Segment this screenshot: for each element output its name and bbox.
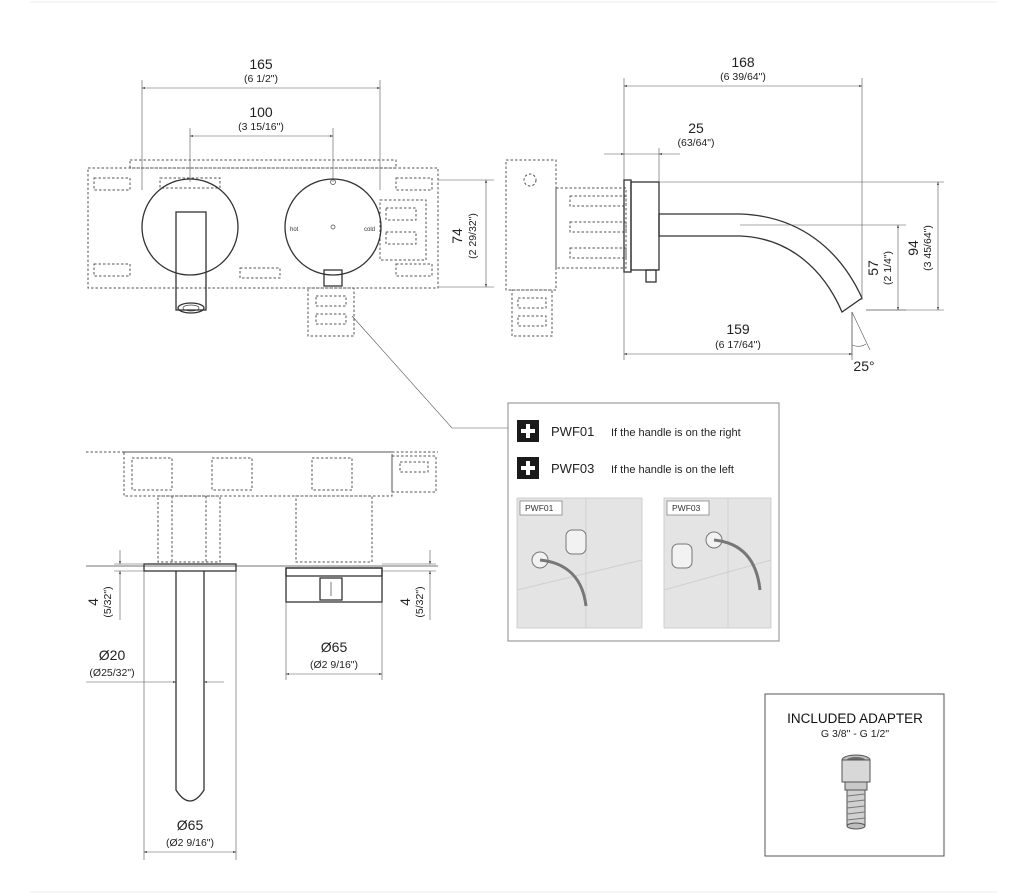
dim-center-distance-value: 100 <box>249 104 273 120</box>
dim-plate-depth-imperial: (63/64") <box>678 137 715 149</box>
dim-overall-height: 94 (3 45/64") <box>659 181 944 311</box>
dim-spout-plate-diameter: Ø65 (Ø2 9/16") <box>143 571 237 860</box>
dim-handle-diameter-imperial: (Ø2 9/16") <box>310 659 358 671</box>
dim-plate-right: 4 (5/32") <box>382 550 436 620</box>
spout-front <box>175 211 207 311</box>
adapter-box: INCLUDED ADAPTER G 3/8" - G 1/2" <box>764 693 945 857</box>
dim-plate-left: 4 (5/32") <box>85 550 144 620</box>
dim-spout-drop-imperial: (2 1/4") <box>882 251 894 285</box>
dim-projection-imperial: (6 39/64") <box>720 71 766 83</box>
section-spout-tube <box>175 571 205 802</box>
handle-lever-stub <box>323 269 343 287</box>
section-spout-plate <box>143 563 237 572</box>
side-spout-base <box>630 181 660 271</box>
option-card: PWF01 If the handle is on the right PWF0… <box>507 402 780 642</box>
dim-plate-right-value: 4 <box>397 598 413 606</box>
adapter-fitting-icon <box>841 754 871 830</box>
spout-outlet <box>177 302 205 314</box>
cold-label: cold <box>364 227 375 233</box>
photo-pwf03-tag: PWF03 <box>672 503 701 513</box>
option-pwf01: PWF01 If the handle is on the right <box>517 420 741 442</box>
dim-plate-depth: 25 (63/64") <box>604 120 715 182</box>
photo-pwf01: PWF01 <box>516 497 643 629</box>
dim-plate-left-imperial: (5/32") <box>102 586 114 617</box>
front-view: hot cold 165 (6 1/2") 100 (3 15/16") 74 … <box>87 56 494 337</box>
dim-spout-reach-imperial: (6 17/64") <box>715 339 761 351</box>
dim-height: 74 (2 29/32") <box>438 179 494 288</box>
dim-width-total-imperial: (6 1/2") <box>244 73 278 85</box>
section-handle-body <box>285 567 383 603</box>
dim-plate-depth-value: 25 <box>688 120 704 136</box>
dim-center-distance-imperial: (3 15/16") <box>238 121 284 133</box>
hot-label: hot <box>290 227 299 233</box>
dim-overall-height-value: 94 <box>905 240 921 256</box>
dim-width-total-value: 165 <box>249 56 273 72</box>
option-pwf03-desc: If the handle is on the left <box>611 464 734 476</box>
adapter-title: INCLUDED ADAPTER <box>787 711 923 726</box>
adapter-subtitle: G 3/8" - G 1/2" <box>821 728 889 740</box>
side-view: 168 (6 39/64") 25 (63/64") 159 (6 17/64"… <box>505 54 944 374</box>
dim-spout-plate-diameter-imperial: (Ø2 9/16") <box>166 837 214 849</box>
dim-spout-diameter-value: Ø20 <box>99 647 126 663</box>
dim-spout-reach: 159 (6 17/64") <box>623 272 853 360</box>
dim-spout-reach-value: 159 <box>726 321 750 337</box>
dim-handle-diameter: Ø65 (Ø2 9/16") <box>285 602 383 680</box>
dim-spout-drop-value: 57 <box>865 260 881 276</box>
dim-height-imperial: (2 29/32") <box>467 213 479 259</box>
dim-angle-value: 25° <box>853 358 874 374</box>
photo-pwf03: PWF03 <box>663 497 772 629</box>
leader-line <box>351 315 508 429</box>
spout-cover-plate <box>141 178 239 276</box>
dim-projection: 168 (6 39/64") <box>623 54 863 300</box>
side-rough-in-body <box>505 159 627 337</box>
dim-projection-value: 168 <box>731 54 755 70</box>
section-rough-in-body <box>123 451 437 563</box>
dim-spout-diameter: Ø20 (Ø25/32") <box>86 647 224 684</box>
dim-spout-plate-diameter-value: Ø65 <box>177 817 204 833</box>
dim-handle-diameter-value: Ø65 <box>321 639 348 655</box>
dim-center-distance: 100 (3 15/16") <box>189 104 334 182</box>
front-rough-in-body <box>87 159 439 337</box>
section-view: 4 (5/32") 4 (5/32") Ø20 (Ø25/32") Ø65 (Ø… <box>85 451 438 860</box>
dim-width-total: 165 (6 1/2") <box>141 56 381 190</box>
dim-plate-left-value: 4 <box>85 598 101 606</box>
option-pwf03-code: PWF03 <box>551 461 594 476</box>
option-pwf03: PWF03 If the handle is on the left <box>517 457 734 479</box>
side-spout-curve <box>658 213 863 313</box>
dim-overall-height-imperial: (3 45/64") <box>922 225 934 271</box>
dim-spout-drop: 57 (2 1/4") <box>740 224 906 311</box>
photo-pwf01-tag: PWF01 <box>525 503 554 513</box>
dim-height-value: 74 <box>449 228 465 244</box>
dim-plate-right-imperial: (5/32") <box>414 586 426 617</box>
option-pwf01-desc: If the handle is on the right <box>611 427 741 439</box>
side-cover-plate <box>623 179 632 273</box>
dim-angle: 25° <box>851 311 875 374</box>
option-pwf01-code: PWF01 <box>551 424 594 439</box>
dim-spout-diameter-imperial: (Ø25/32") <box>89 667 134 679</box>
